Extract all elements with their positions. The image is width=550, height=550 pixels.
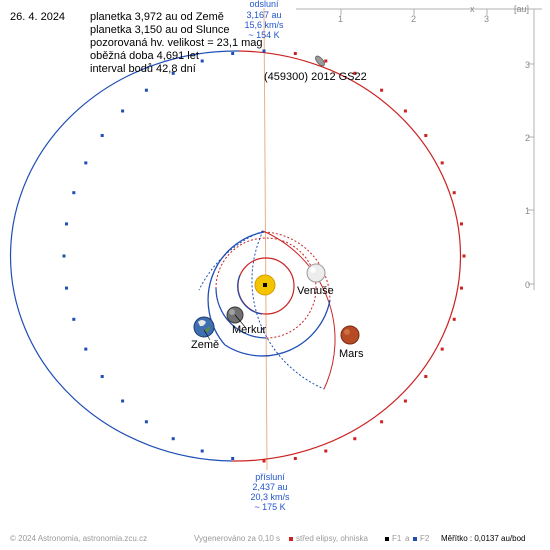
orbit-point bbox=[293, 457, 297, 460]
mars-orbit-red bbox=[262, 230, 336, 390]
focus2-marker-icon bbox=[413, 537, 417, 541]
svg-text:odsluní: odsluní bbox=[249, 0, 279, 9]
mercury-orbit-blue bbox=[237, 274, 263, 315]
orbit-point bbox=[380, 420, 384, 424]
orbit-point bbox=[262, 459, 266, 463]
info-line-magnitude: pozorovaná hv. velikost = 23,1 mag bbox=[90, 37, 263, 49]
orbit-point bbox=[144, 88, 148, 92]
sun-focus-marker bbox=[263, 283, 267, 287]
orbit-point bbox=[100, 134, 104, 137]
legend-f1-text: F1 bbox=[392, 534, 402, 543]
svg-text:3,167 au: 3,167 au bbox=[246, 10, 281, 20]
orbit-point bbox=[380, 88, 384, 92]
y-tick-label-1: 1 bbox=[525, 206, 530, 216]
orbit-point bbox=[353, 437, 357, 441]
legend-f2-text: F2 bbox=[420, 534, 430, 543]
info-line-earth-distance: planetka 3,972 au od Země bbox=[90, 11, 224, 23]
info-line-interval: interval bodů 42,8 dní bbox=[90, 63, 196, 75]
x-tick-label-1: 1 bbox=[338, 14, 343, 24]
orbit-point bbox=[324, 59, 328, 63]
svg-text:~ 175 K: ~ 175 K bbox=[254, 502, 285, 512]
earth-icon bbox=[193, 316, 215, 338]
orbit-point bbox=[200, 449, 204, 453]
x-tick-label-3: 3 bbox=[484, 14, 489, 24]
copyright-text: © 2024 Astronomia, astronomia.zcu.cz bbox=[10, 534, 147, 543]
perihelion-label: přísluní 2,437 au 20,3 km/s ~ 175 K bbox=[250, 472, 290, 512]
orbit-point bbox=[440, 161, 444, 165]
orbit-point bbox=[121, 109, 125, 113]
svg-text:~ 154 K: ~ 154 K bbox=[248, 30, 279, 40]
orbit-point bbox=[452, 317, 456, 321]
orbit-point bbox=[462, 254, 466, 258]
orbit-point bbox=[200, 59, 204, 63]
asteroid-label: (459300) 2012 GS22 bbox=[264, 71, 367, 83]
asteroid-icon bbox=[315, 55, 325, 67]
scale-text: Měřítko : 0,0137 au/bod bbox=[441, 534, 526, 543]
earth-label: Země bbox=[191, 339, 219, 351]
orbit-point bbox=[460, 286, 463, 290]
orbit-point bbox=[440, 347, 444, 351]
earth-orbit-red bbox=[263, 231, 331, 301]
orbit-point bbox=[452, 191, 456, 195]
orbit-point bbox=[231, 457, 235, 460]
axis-unit: [au] bbox=[514, 4, 529, 14]
x-tick-label-2: 2 bbox=[411, 14, 416, 24]
mars-label: Mars bbox=[339, 348, 364, 360]
focus1-marker-icon bbox=[385, 537, 389, 541]
aphelion-label: odsluní 3,167 au 15,6 km/s ~ 154 K bbox=[244, 0, 284, 40]
svg-text:přísluní: přísluní bbox=[255, 472, 285, 482]
orbit-point bbox=[121, 399, 125, 403]
asteroid-orbit-points bbox=[62, 49, 466, 463]
mercury-label: Merkur bbox=[232, 324, 267, 336]
orbit-point bbox=[84, 161, 88, 165]
earth-orbit-lower bbox=[224, 299, 331, 357]
orbit-point bbox=[65, 222, 68, 226]
mars-orbit-blue bbox=[251, 230, 325, 390]
center-marker-icon bbox=[289, 537, 293, 541]
y-tick-label-2: 2 bbox=[525, 133, 530, 143]
svg-text:20,3 km/s: 20,3 km/s bbox=[250, 492, 290, 502]
orbit-point bbox=[460, 222, 463, 226]
orbit-point bbox=[144, 420, 148, 424]
orbit-point bbox=[84, 347, 88, 351]
orbit-point bbox=[62, 254, 66, 258]
orbit-point bbox=[424, 375, 428, 378]
orbit-point bbox=[100, 375, 104, 378]
info-line-sun-distance: planetka 3,150 au od Slunce bbox=[90, 24, 230, 36]
asteroid-orbit-red-arc bbox=[231, 50, 462, 462]
orbit-point bbox=[231, 52, 235, 55]
y-tick-label-0: 0 bbox=[525, 280, 530, 290]
orbit-point bbox=[403, 399, 407, 403]
earth-orbit-blue bbox=[207, 231, 265, 346]
orbit-point bbox=[72, 191, 76, 195]
info-line-period: oběžná doba 4,691 let bbox=[90, 50, 199, 62]
info-block: planetka 3,972 au od Země planetka 3,150… bbox=[90, 11, 263, 76]
orbit-point bbox=[353, 71, 357, 75]
legend-a-text: a bbox=[405, 534, 410, 543]
venus-label: Venuše bbox=[297, 285, 334, 297]
orbit-point bbox=[171, 71, 175, 75]
orbit-point bbox=[403, 109, 407, 113]
mars-icon bbox=[340, 325, 360, 345]
orbit-point bbox=[324, 449, 328, 453]
orbit-point bbox=[65, 286, 68, 290]
date-text: 26. 4. 2024 bbox=[10, 11, 66, 23]
legend-center-text: střed elipsy, ohniska bbox=[296, 534, 368, 543]
y-tick-label-3: 3 bbox=[525, 60, 530, 70]
svg-text:2,437 au: 2,437 au bbox=[252, 482, 287, 492]
venus-icon bbox=[306, 263, 326, 283]
orbit-point bbox=[171, 437, 175, 441]
orbit-point bbox=[262, 49, 266, 53]
orbit-point bbox=[72, 317, 76, 321]
svg-text:15,6 km/s: 15,6 km/s bbox=[244, 20, 284, 30]
venus-orbit-blue bbox=[215, 287, 267, 339]
x-axis-letter: x bbox=[470, 4, 475, 14]
apsis-line bbox=[263, 7, 268, 471]
orbit-point bbox=[293, 52, 297, 55]
asteroid-orbit-blue-arc bbox=[9, 50, 240, 462]
orbit-point bbox=[424, 134, 428, 137]
generated-time-text: Vygenerováno za 0,10 s bbox=[194, 534, 280, 543]
